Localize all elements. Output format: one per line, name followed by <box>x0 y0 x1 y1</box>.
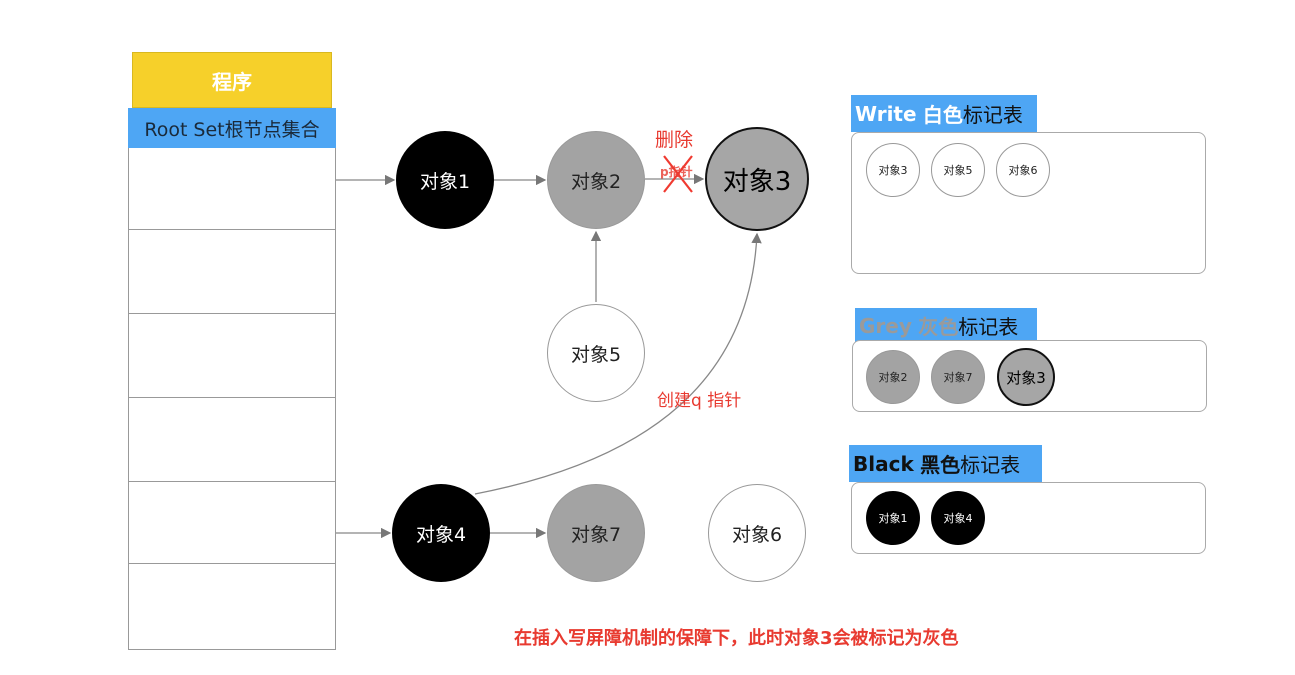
root-set-slot <box>128 564 336 650</box>
white-item: 对象3 <box>866 143 920 197</box>
create-q-label: 创建q 指针 <box>657 391 742 411</box>
grey-item: 对象2 <box>866 350 920 404</box>
root-set-header: Root Set根节点集合 <box>128 108 336 148</box>
node-object1: 对象1 <box>396 131 494 229</box>
node-object4: 对象4 <box>392 484 490 582</box>
grey-title-en: Grey <box>859 313 912 338</box>
grey-title-cn: 灰色 <box>918 315 959 339</box>
black-item: 对象4 <box>931 491 985 545</box>
delete-cross-icon <box>663 155 693 193</box>
black-title-en: Black <box>853 451 914 476</box>
delete-label: 删除 <box>655 129 694 151</box>
node-object3: 对象3 <box>705 127 809 231</box>
root-set-slot <box>128 230 336 314</box>
black-title-cn: 黑色 <box>920 453 961 477</box>
white-title-suffix: 标记表 <box>962 103 1023 127</box>
node-object2: 对象2 <box>547 131 645 229</box>
black-title-suffix: 标记表 <box>960 453 1021 477</box>
root-set-slot <box>128 314 336 398</box>
grey-table-title: Grey 灰色标记表 <box>855 308 1037 343</box>
edge-o4-o3-q <box>474 232 762 495</box>
grey-item: 对象7 <box>931 350 985 404</box>
p-pointer-label: p指针 <box>660 165 693 179</box>
root-set-slot <box>128 148 336 230</box>
root-set-slot <box>128 398 336 482</box>
white-title-en: Write <box>855 101 917 126</box>
program-box: 程序 <box>132 52 332 108</box>
black-item: 对象1 <box>866 491 920 545</box>
root-set-slot <box>128 482 336 564</box>
black-table-title: Black 黑色标记表 <box>849 445 1042 482</box>
node-object5: 对象5 <box>547 304 645 402</box>
caption: 在插入写屏障机制的保障下，此时对象3会被标记为灰色 <box>514 628 959 649</box>
node-object6: 对象6 <box>708 484 806 582</box>
white-item: 对象5 <box>931 143 985 197</box>
white-table-title: Write 白色标记表 <box>851 95 1037 132</box>
white-title-cn: 白色 <box>922 103 963 127</box>
grey-item-new: 对象3 <box>997 348 1055 406</box>
node-object7: 对象7 <box>547 484 645 582</box>
white-item: 对象6 <box>996 143 1050 197</box>
grey-title-suffix: 标记表 <box>958 315 1019 339</box>
